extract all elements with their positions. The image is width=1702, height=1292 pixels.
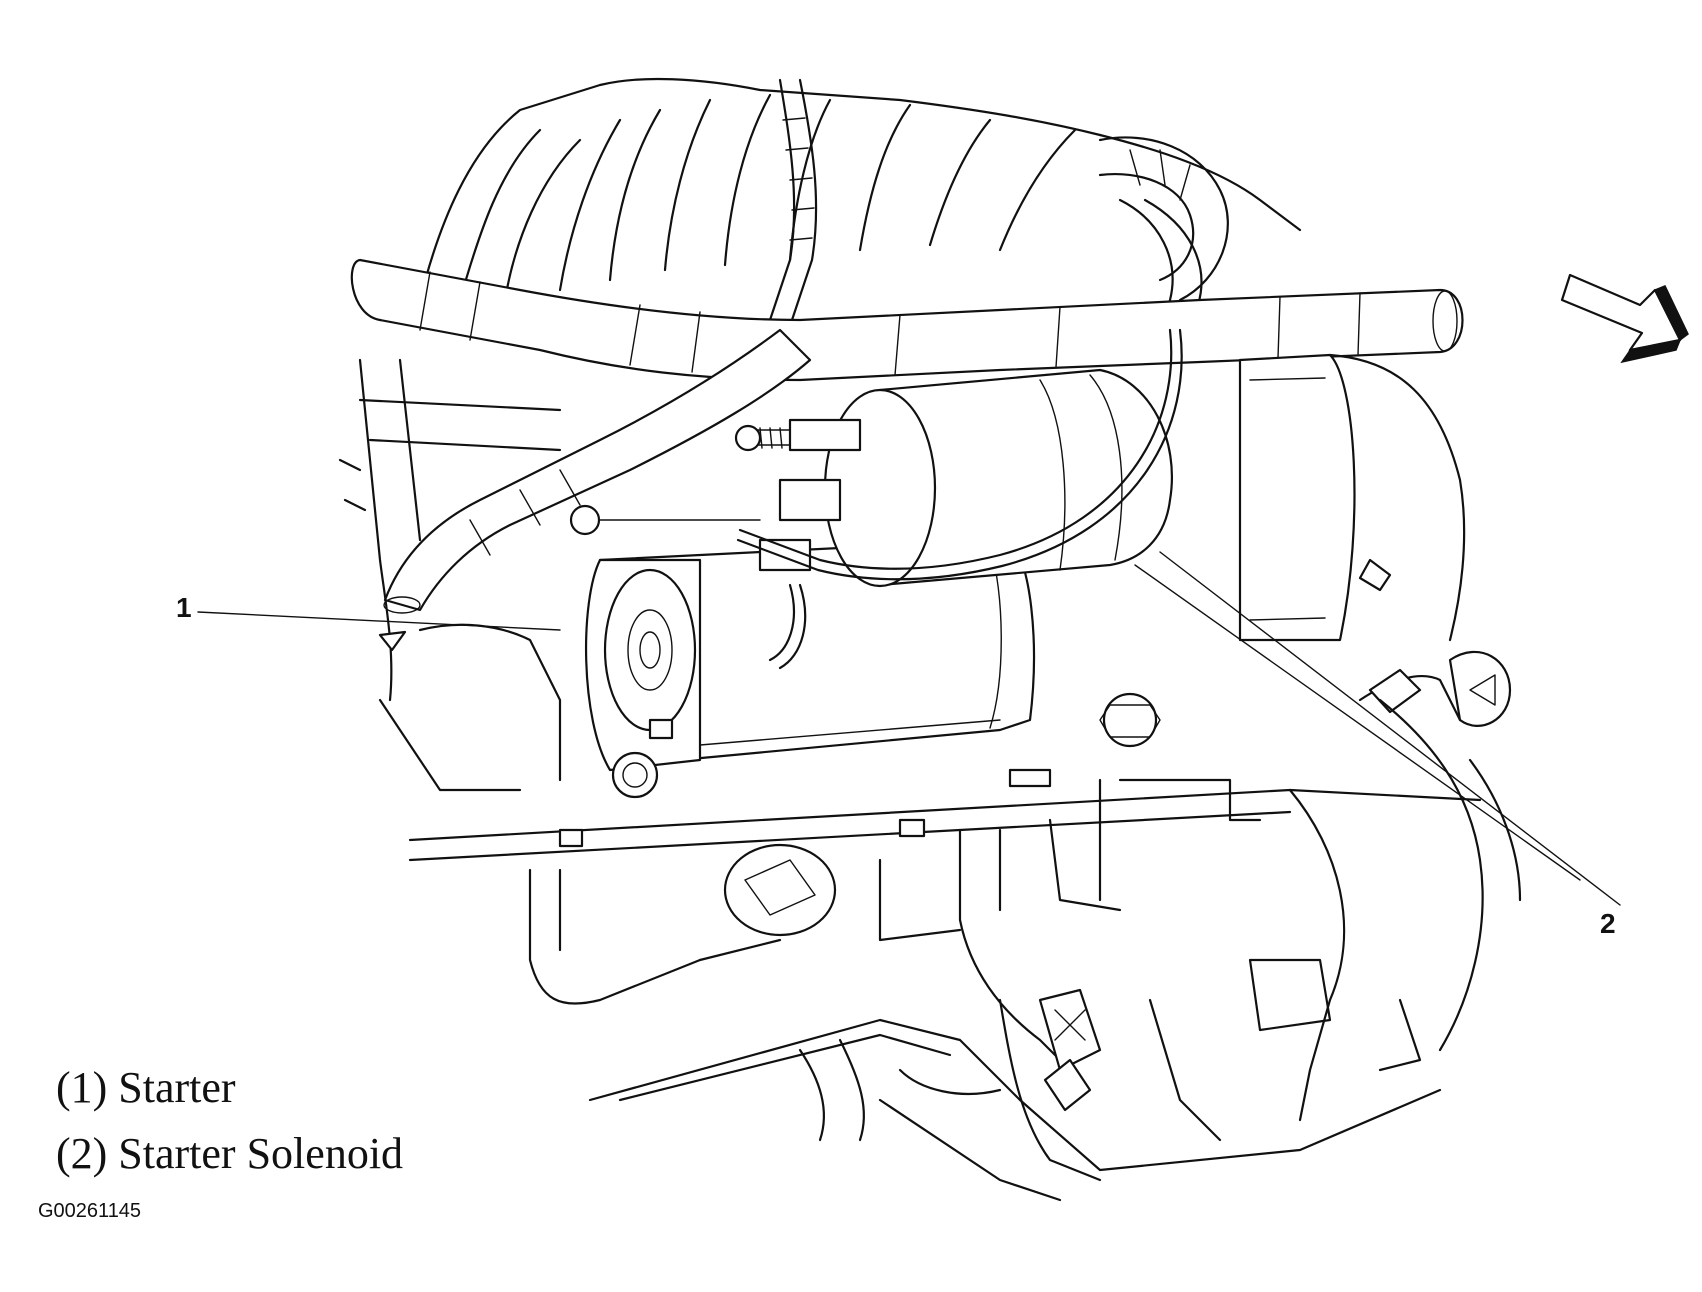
leader-lines — [197, 551, 1621, 906]
intake-manifold — [418, 77, 1302, 321]
main-harness-tube — [350, 258, 1464, 382]
figure-id: G00261145 — [38, 1200, 142, 1222]
solenoid-cable — [736, 328, 1183, 670]
starter-solenoid — [569, 368, 1173, 588]
diagonal-harness — [383, 328, 812, 614]
right-module — [1238, 353, 1512, 727]
callout-number-2: 2 — [1600, 908, 1616, 939]
legend-item-starter: (1) Starter — [56, 1063, 236, 1112]
upper-harness — [768, 78, 818, 322]
bellhousing — [998, 698, 1522, 1182]
leader-line-1 — [197, 611, 561, 631]
left-details — [338, 358, 562, 792]
direction-arrow-icon — [1560, 273, 1689, 364]
legend-item-starter-solenoid: (2) Starter Solenoid — [56, 1129, 404, 1178]
oil-pan — [588, 1018, 1442, 1202]
leader-line-2 — [1159, 551, 1621, 906]
callout-number-1: 1 — [176, 592, 192, 623]
